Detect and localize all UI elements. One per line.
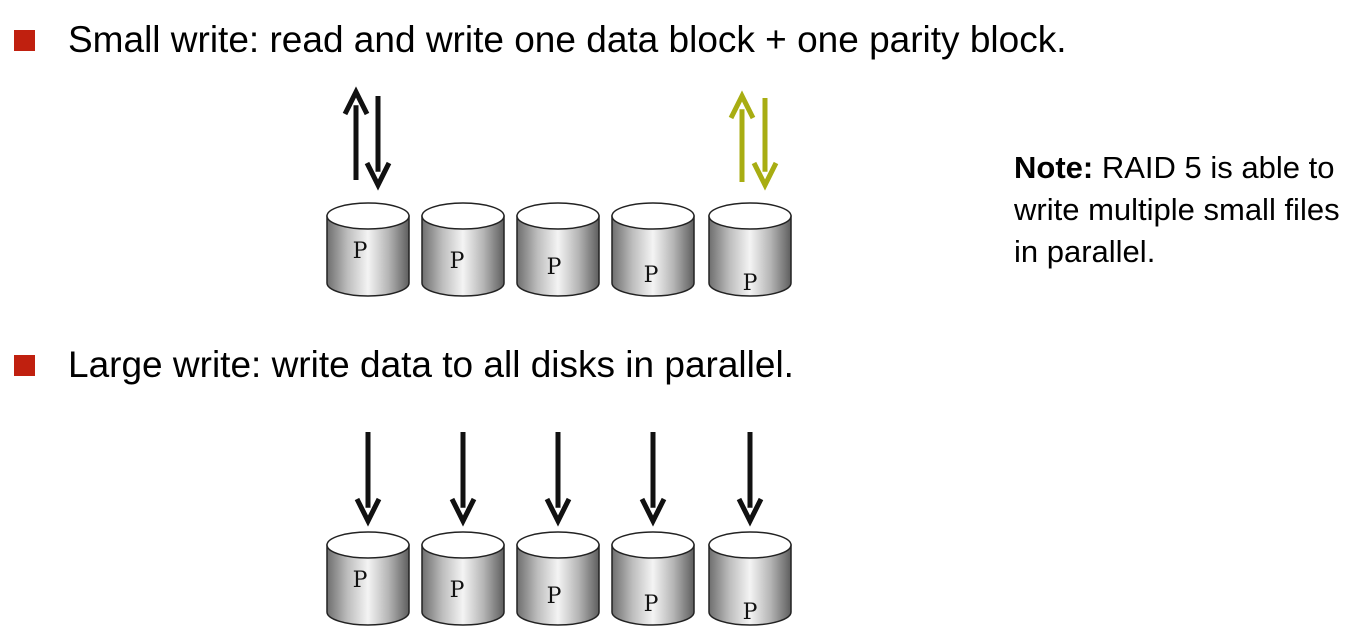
disk-parity-label: P: [450, 249, 465, 274]
note-text: Note: RAID 5 is able to write multiple s…: [1014, 147, 1354, 273]
disk-body: [326, 544, 410, 626]
disk-top: [708, 531, 792, 559]
large-write-arrows: [354, 432, 764, 527]
disk-top: [421, 531, 505, 559]
disk-body: [611, 215, 695, 297]
disk-top: [516, 531, 600, 559]
disk-top: [516, 202, 600, 230]
disk-top: [611, 202, 695, 230]
disk-4: P: [611, 202, 695, 297]
disk-body: [708, 544, 792, 626]
large-write-text: Large write: write data to all disks in …: [68, 344, 794, 385]
write-arrow-down-4: [639, 432, 667, 527]
disk-2: P: [421, 531, 505, 626]
disk-5: P: [708, 202, 792, 297]
parity-write-arrow-down: [751, 98, 779, 191]
disk-parity-label: P: [743, 600, 758, 625]
disk-4: P: [611, 531, 695, 626]
disk-body: [421, 215, 505, 297]
disk-5: P: [708, 531, 792, 626]
disk-1: P: [326, 202, 410, 297]
disk-body: [516, 544, 600, 626]
disk-body: [516, 215, 600, 297]
write-arrow-down-3: [544, 432, 572, 527]
bullet-square-icon: [14, 30, 35, 51]
disk-top: [326, 202, 410, 230]
disk-body: [421, 544, 505, 626]
disk-2: P: [421, 202, 505, 297]
disk-top: [421, 202, 505, 230]
disk-parity-label: P: [644, 263, 659, 288]
write-arrow-down-1: [354, 432, 382, 527]
small-write-text: Small write: read and write one data blo…: [68, 19, 1067, 60]
write-arrow-down-2: [449, 432, 477, 527]
disk-parity-label: P: [644, 592, 659, 617]
disk-parity-label: P: [547, 584, 562, 609]
disk-top: [708, 202, 792, 230]
write-arrow-down: [364, 96, 392, 191]
bullet-square-icon: [14, 355, 35, 376]
disk-parity-label: P: [353, 568, 368, 593]
disk-top: [611, 531, 695, 559]
note-body: RAID 5 is able to write multiple small f…: [1014, 150, 1340, 269]
disk-top: [326, 531, 410, 559]
small-write-disk-array: P P P P P: [326, 202, 792, 297]
small-write-arrows: [342, 86, 779, 191]
write-arrow-down-5: [736, 432, 764, 527]
read-arrow-up: [342, 86, 370, 180]
disk-body: [611, 544, 695, 626]
disk-parity-label: P: [450, 578, 465, 603]
disk-parity-label: P: [353, 239, 368, 264]
parity-read-arrow-up: [728, 90, 756, 182]
large-write-disk-array: P P P P P: [326, 531, 792, 626]
disk-3: P: [516, 531, 600, 626]
disk-parity-label: P: [547, 255, 562, 280]
disk-1: P: [326, 531, 410, 626]
disk-body: [708, 215, 792, 297]
disk-body: [326, 215, 410, 297]
disk-3: P: [516, 202, 600, 297]
note-label: Note:: [1014, 150, 1094, 185]
disk-parity-label: P: [743, 271, 758, 296]
